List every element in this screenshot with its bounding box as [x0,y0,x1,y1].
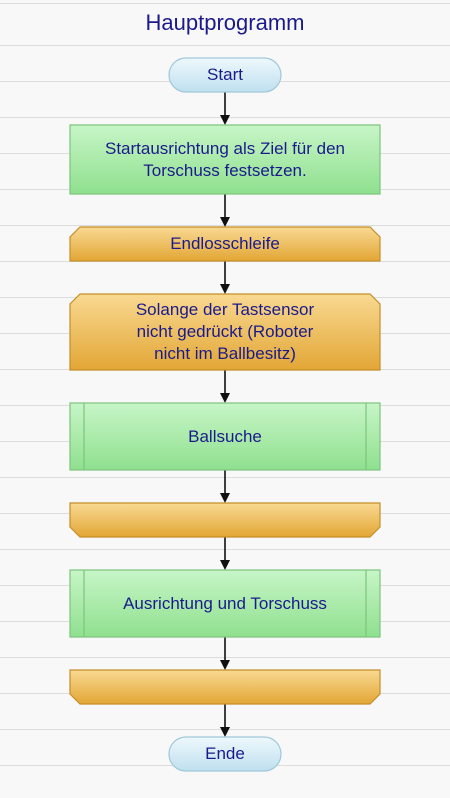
while-loop-start-shape [69,293,381,371]
loop-start-shape [69,226,381,262]
setup-label: Startausrichtung als Ziel für den Torsch… [104,138,345,180]
ausrichtung-subroutine-shape [69,569,381,638]
start-terminal-shape [168,57,282,93]
ausrichtung-label: Ausrichtung und Torschuss [123,593,327,613]
start-label: Start [207,65,243,84]
while-loop-end-shape [69,502,381,538]
loop-end-shape [69,669,381,705]
loop-label: Endlosschleife [170,234,280,253]
end-terminal-shape [168,736,282,772]
end-label: Ende [205,744,245,763]
while-label: Solange der Tastsensor nicht gedrückt (R… [135,300,315,363]
diagram-title: Hauptprogramm [145,10,305,35]
ballsuche-subroutine-shape [69,402,381,471]
ballsuche-label: Ballsuche [188,426,262,446]
setup-process-shape [69,124,381,195]
